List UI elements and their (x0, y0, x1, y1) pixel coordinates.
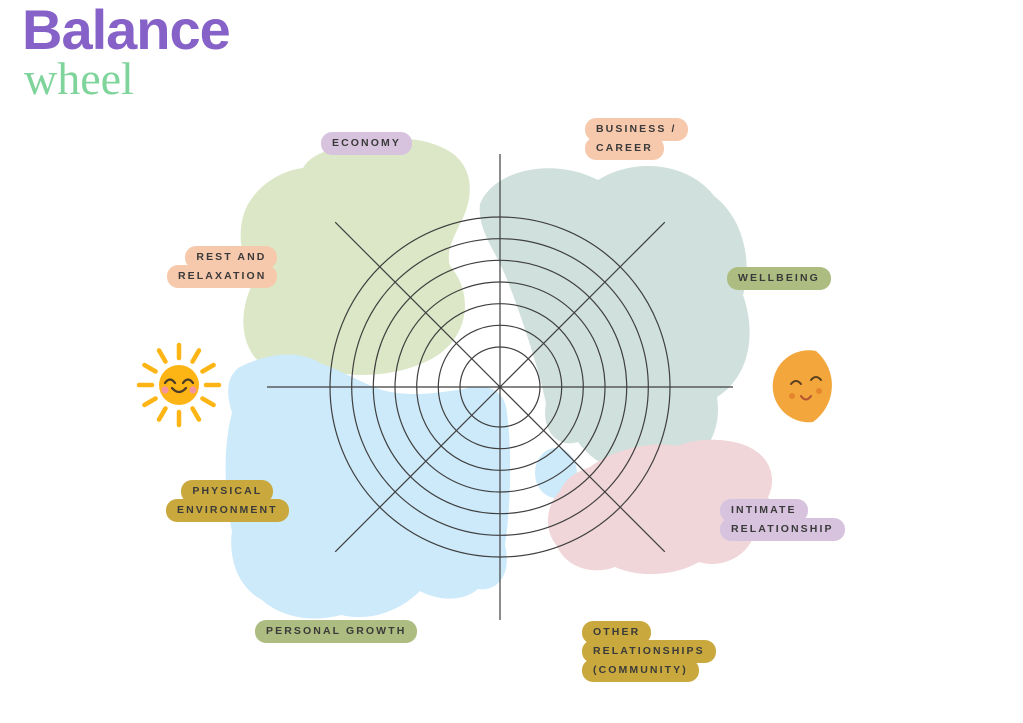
sun-body (159, 365, 199, 405)
moon-mouth (800, 395, 812, 401)
decorative-blob-teal (479, 166, 750, 475)
wheel-grid (267, 154, 733, 620)
sun-icon (136, 342, 222, 428)
decorative-blob-pink (547, 439, 773, 575)
label-physical-environment-line2: ENVIRONMENT (166, 499, 289, 522)
page-title: Balance (22, 0, 231, 61)
moon-cheek-left (789, 393, 795, 399)
label-rest-relaxation: REST AND RELAXATION (167, 246, 278, 288)
moon-cheek-right (816, 388, 822, 394)
sun-mouth (170, 386, 188, 394)
sun-ray (200, 396, 216, 408)
label-business-career-line2: CAREER (585, 137, 664, 160)
wheel-spoke (334, 221, 666, 553)
label-intimate-relationship-line1: INTIMATE (720, 499, 808, 522)
label-business-career-line1: BUSINESS / (585, 118, 688, 141)
label-rest-relaxation-line2: RELAXATION (167, 265, 278, 288)
label-other-relationships-line3: (COMMUNITY) (582, 659, 699, 682)
sun-ray (200, 362, 216, 374)
header: Balance wheel (22, 0, 231, 104)
sun-eye-left (163, 378, 177, 385)
label-intimate-relationship: INTIMATE RELATIONSHIP (720, 499, 845, 541)
sun-rays (136, 342, 222, 428)
page-subtitle: wheel (24, 53, 134, 104)
sun-cheek-right (189, 386, 197, 394)
label-economy-text: ECONOMY (321, 132, 412, 155)
sun-ray (156, 348, 168, 364)
label-intimate-relationship-line2: RELATIONSHIP (720, 518, 845, 541)
sun-ray (190, 406, 202, 422)
sun-ray (142, 362, 158, 374)
decorative-blob-green (240, 137, 470, 375)
moon-body (772, 350, 832, 423)
label-personal-growth: PERSONAL GROWTH (255, 620, 418, 643)
label-physical-environment: PHYSICAL ENVIRONMENT (166, 480, 289, 522)
moon-eye-left (790, 380, 802, 385)
moon-eye-right (810, 376, 822, 381)
label-personal-growth-text: PERSONAL GROWTH (255, 620, 418, 643)
sun-cheek-left (161, 386, 169, 394)
label-other-relationships: OTHER RELATIONSHIPS (COMMUNITY) (582, 621, 716, 682)
sun-ray (190, 348, 202, 364)
sun-ray (142, 396, 158, 408)
label-economy: ECONOMY (321, 132, 412, 155)
label-other-relationships-line1: OTHER (582, 621, 652, 644)
label-wellbeing-text: WELLBEING (727, 267, 831, 290)
sun-ray (156, 406, 168, 422)
label-other-relationships-line2: RELATIONSHIPS (582, 640, 716, 663)
sun-eye-right (181, 378, 195, 385)
decorative-blob-blue (225, 354, 511, 619)
label-wellbeing: WELLBEING (727, 267, 831, 290)
label-business-career: BUSINESS / CAREER (585, 118, 688, 160)
moon-icon (772, 350, 832, 423)
label-rest-relaxation-line1: REST AND (185, 246, 278, 269)
label-physical-environment-line1: PHYSICAL (181, 480, 274, 503)
